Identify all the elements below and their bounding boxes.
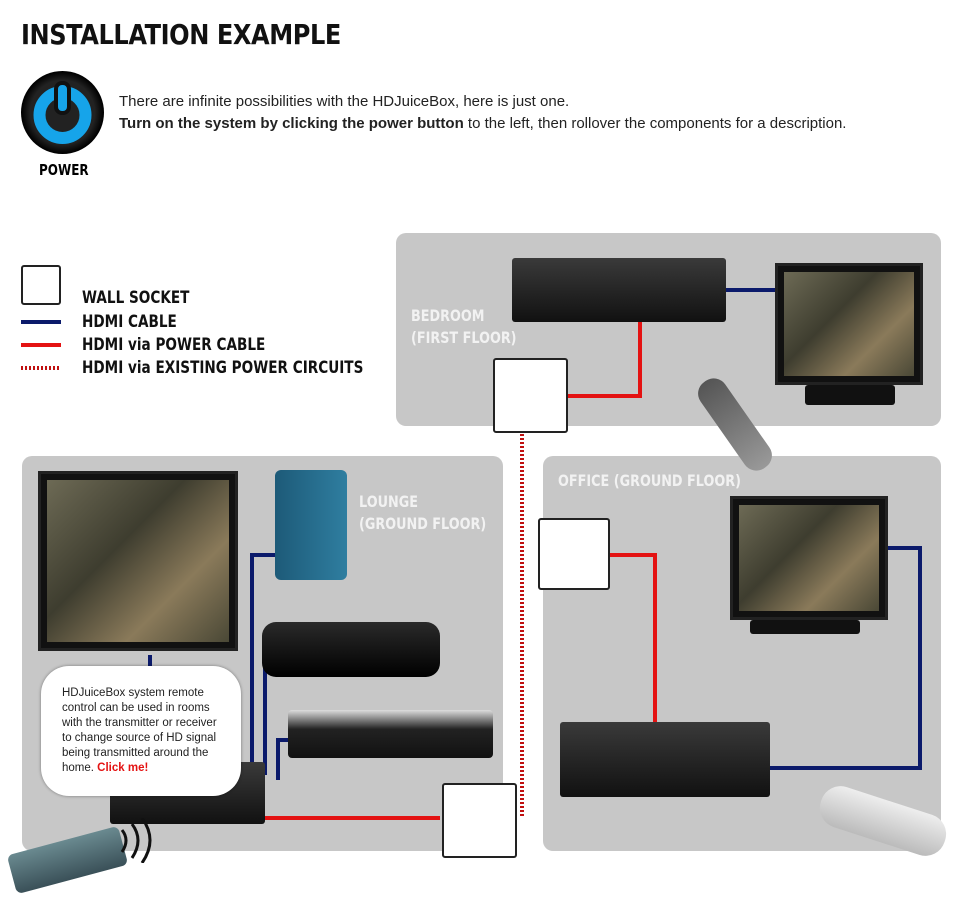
sky-box[interactable] xyxy=(262,622,440,677)
hdmi-cable-swatch xyxy=(21,320,61,324)
wall-socket-icon xyxy=(21,265,61,305)
lounge-label: LOUNGE(GROUND FLOOR) xyxy=(359,492,487,533)
power-icon xyxy=(33,81,92,144)
remote-info-bubble: HDJuiceBox system remote control can be … xyxy=(41,666,241,796)
bedroom-hdjuicebox-receiver[interactable] xyxy=(512,258,726,322)
signal-waves-icon xyxy=(120,818,152,863)
intro-line: There are infinite possibilities with th… xyxy=(119,93,570,110)
lounge-tv[interactable] xyxy=(38,471,238,651)
office-wall-socket[interactable] xyxy=(538,518,610,590)
legend-hdmi-cable: HDMI CABLE xyxy=(82,312,177,332)
bedroom-wall-socket[interactable] xyxy=(493,358,568,433)
existing-circuits-swatch xyxy=(21,366,61,370)
bedroom-label: BEDROOM(FIRST FLOOR) xyxy=(411,306,517,347)
playstation-console[interactable] xyxy=(275,470,347,580)
page-title: INSTALLATION EXAMPLE xyxy=(21,18,341,51)
office-tv-stand xyxy=(750,620,860,634)
intro-text: There are infinite possibilities with th… xyxy=(119,91,846,135)
office-hdjuicebox-receiver[interactable] xyxy=(560,722,770,797)
bedroom-tv[interactable] xyxy=(775,263,923,385)
legend-hdmi-power-cable: HDMI via POWER CABLE xyxy=(82,335,266,355)
power-cable-swatch xyxy=(21,343,61,347)
bubble-text: HDJuiceBox system remote control can be … xyxy=(62,687,217,774)
intro-rest: to the left, then rollover the component… xyxy=(463,115,847,132)
lounge-wall-socket[interactable] xyxy=(442,783,517,858)
bluray-player[interactable] xyxy=(288,710,493,758)
office-tv[interactable] xyxy=(730,496,888,620)
bedroom-tv-stand xyxy=(805,385,895,405)
intro-bold: Turn on the system by clicking the power… xyxy=(119,115,464,132)
legend-wall-socket: WALL SOCKET xyxy=(82,288,190,308)
power-label: POWER xyxy=(39,161,89,179)
legend-existing-circuits: HDMI via EXISTING POWER CIRCUITS xyxy=(82,358,364,378)
power-button[interactable] xyxy=(21,71,104,154)
office-label: OFFICE (GROUND FLOOR) xyxy=(558,471,741,490)
click-me-link[interactable]: Click me! xyxy=(97,762,149,774)
